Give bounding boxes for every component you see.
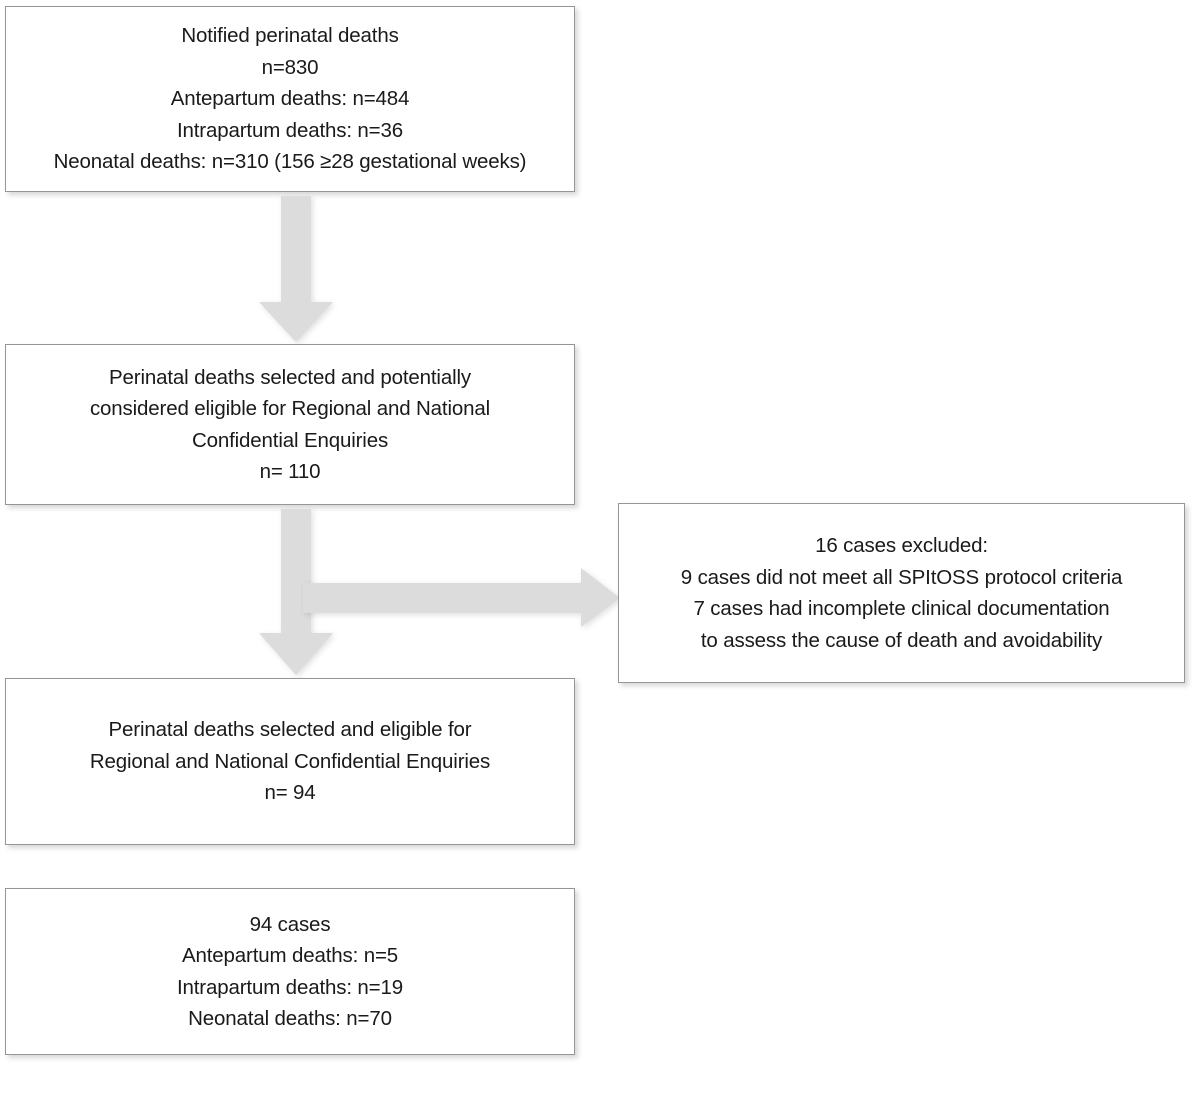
node-notified-line-2: n=830 — [261, 55, 319, 79]
node-excluded-line-2: 9 cases did not meet all SPItOSS protoco… — [680, 565, 1123, 589]
node-eligible-line-2: Regional and National Confidential Enqui… — [89, 749, 491, 773]
arrow-right-icon — [303, 568, 620, 627]
node-notified-perinatal-deaths: Notified perinatal deaths n=830 Antepart… — [5, 6, 575, 192]
arrow-down-icon — [259, 509, 333, 675]
node-notified-line-5: Neonatal deaths: n=310 (156 ≥28 gestatio… — [53, 150, 527, 174]
node-notified-line-4: Intrapartum deaths: n=36 — [176, 118, 404, 142]
arrow-down-notified-to-potentially-eligible — [258, 196, 334, 342]
node-excluded-line-3: 7 cases had incomplete clinical document… — [693, 597, 1110, 620]
node-potentially-eligible: Perinatal deaths selected and potentiall… — [5, 344, 575, 505]
node-excluded-line-1: 16 cases excluded: — [815, 534, 988, 557]
node-eligible-line-3: n= 94 — [264, 781, 316, 805]
node-final-case-breakdown: 94 cases Antepartum deaths: n=5 Intrapar… — [5, 888, 575, 1055]
node-eligible-line-1: Perinatal deaths selected and eligible f… — [108, 718, 472, 742]
node-eligible-for-enquiries: Perinatal deaths selected and eligible f… — [5, 678, 575, 845]
node-excluded-line-4: to assess the cause of death and avoidab… — [700, 628, 1103, 652]
node-notified-line-3: Antepartum deaths: n=484 — [170, 87, 410, 111]
node-final-cases-line-2: Antepartum deaths: n=5 — [181, 944, 399, 967]
arrow-right-to-excluded — [303, 568, 621, 628]
node-final-cases-line-1: 94 cases — [249, 912, 331, 936]
node-potentially-eligible-line-1: Perinatal deaths selected and potentiall… — [109, 365, 471, 389]
node-final-cases-line-3: Intrapartum deaths: n=19 — [176, 975, 404, 999]
arrow-down-potentially-eligible-to-eligible — [258, 509, 334, 675]
arrow-down-icon — [259, 196, 333, 342]
node-potentially-eligible-line-4: n= 110 — [259, 460, 321, 483]
node-final-cases-line-4: Neonatal deaths: n=70 — [188, 1007, 392, 1030]
node-potentially-eligible-line-3: Confidential Enquiries — [191, 428, 389, 452]
node-potentially-eligible-line-2: considered eligible for Regional and Nat… — [89, 397, 491, 420]
node-cases-excluded: 16 cases excluded: 9 cases did not meet … — [618, 503, 1185, 683]
node-notified-line-1: Notified perinatal deaths — [181, 24, 399, 48]
